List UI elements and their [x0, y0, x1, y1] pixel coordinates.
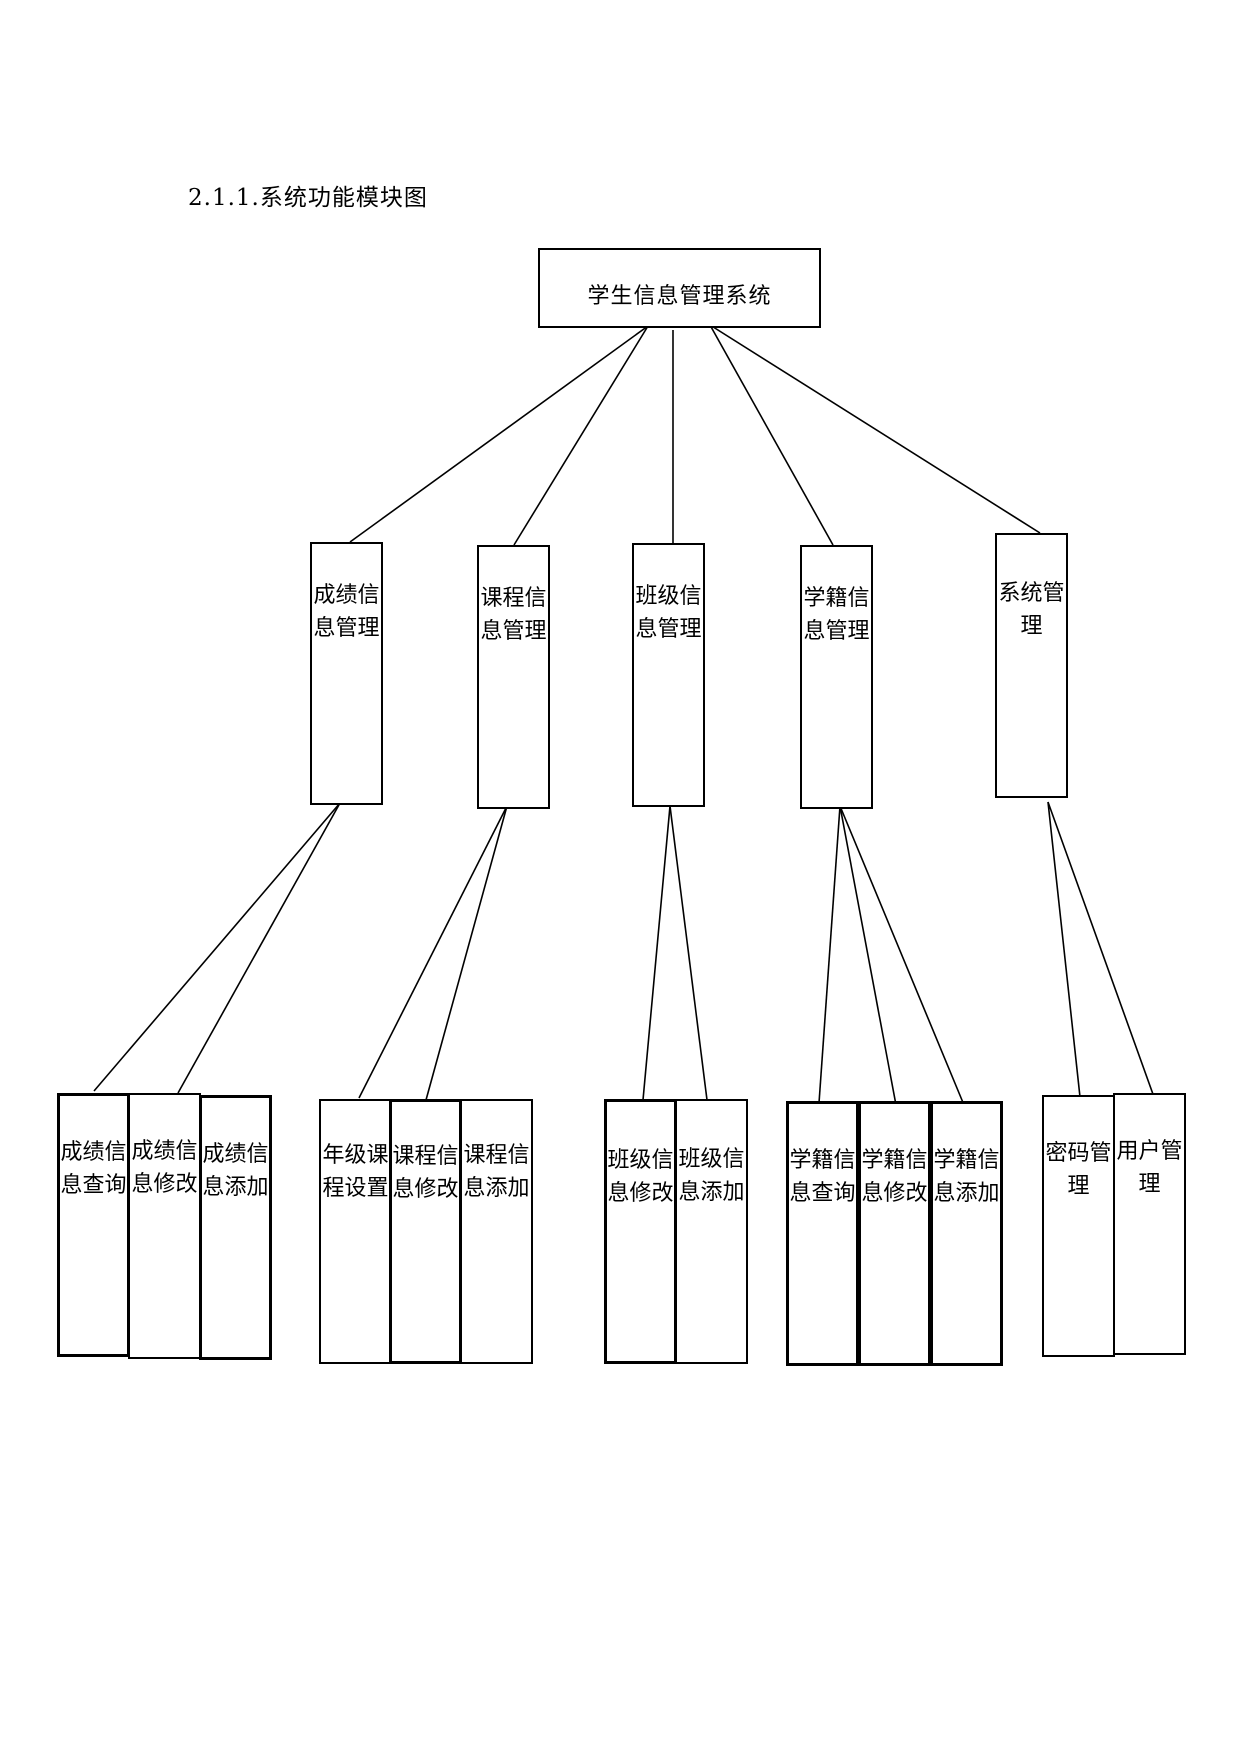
module-node-courses: 课程信息管理	[477, 545, 550, 809]
connector-line	[358, 805, 508, 1099]
leaf-label: 学籍信息添加	[933, 1148, 1000, 1206]
module-label-system: 系统管理	[998, 581, 1065, 639]
connector-line	[669, 805, 708, 1101]
leaf-label: 成绩信息添加	[202, 1142, 269, 1200]
diagram-heading: 2.1.1.系统功能模块图	[188, 185, 428, 211]
leaf-label: 学籍信息修改	[861, 1148, 928, 1206]
connector-line	[642, 805, 671, 1101]
leaf-node: 班级信息修改	[604, 1099, 677, 1364]
leaf-label: 班级信息添加	[678, 1147, 745, 1205]
leaf-label: 学籍信息查询	[789, 1148, 856, 1206]
leaf-label: 年级课程设置	[322, 1143, 389, 1201]
leaf-node: 成绩信息修改	[128, 1093, 201, 1359]
leaf-node: 学籍信息添加	[930, 1101, 1003, 1366]
leaf-label: 成绩信息修改	[131, 1139, 198, 1197]
leaf-label: 密码管理	[1045, 1141, 1112, 1199]
leaf-node: 用户管理	[1113, 1093, 1186, 1355]
leaf-node: 密码管理	[1042, 1095, 1115, 1357]
leaf-node: 学籍信息修改	[858, 1101, 931, 1366]
connector-line	[177, 802, 341, 1094]
root-node: 学生信息管理系统	[538, 248, 821, 328]
connector-line	[839, 805, 897, 1106]
leaf-node: 成绩信息查询	[57, 1093, 130, 1357]
module-label-student-status: 学籍信息管理	[803, 586, 870, 644]
connector-line	[709, 324, 834, 546]
module-label-grades: 成绩信息管理	[313, 583, 380, 641]
module-label-classes: 班级信息管理	[635, 584, 702, 642]
connector-line	[1047, 801, 1155, 1098]
leaf-node: 成绩信息添加	[199, 1095, 272, 1360]
root-label: 学生信息管理系统	[587, 284, 772, 309]
connector-line	[1047, 801, 1081, 1098]
leaf-label: 成绩信息查询	[60, 1140, 127, 1198]
leaf-label: 课程信息修改	[392, 1144, 459, 1202]
connector-line	[93, 802, 341, 1092]
leaf-label: 班级信息修改	[607, 1148, 674, 1206]
leaf-node: 年级课程设置	[319, 1099, 392, 1364]
leaf-node: 课程信息修改	[389, 1099, 462, 1364]
leaf-node: 学籍信息查询	[786, 1101, 859, 1366]
module-node-grades: 成绩信息管理	[310, 542, 383, 805]
connector-line	[349, 325, 649, 543]
leaf-label: 用户管理	[1116, 1139, 1183, 1197]
connector-line	[513, 325, 649, 546]
connector-line	[818, 805, 841, 1104]
module-label-courses: 课程信息管理	[480, 586, 547, 644]
leaf-node: 课程信息添加	[460, 1099, 533, 1364]
module-node-system: 系统管理	[995, 533, 1068, 798]
connector-line	[709, 324, 1041, 534]
connector-line	[839, 805, 965, 1106]
module-node-student-status: 学籍信息管理	[800, 545, 873, 809]
leaf-node: 班级信息添加	[675, 1099, 748, 1364]
leaf-label: 课程信息添加	[463, 1143, 530, 1201]
module-node-classes: 班级信息管理	[632, 543, 705, 807]
connector-line	[425, 805, 508, 1101]
